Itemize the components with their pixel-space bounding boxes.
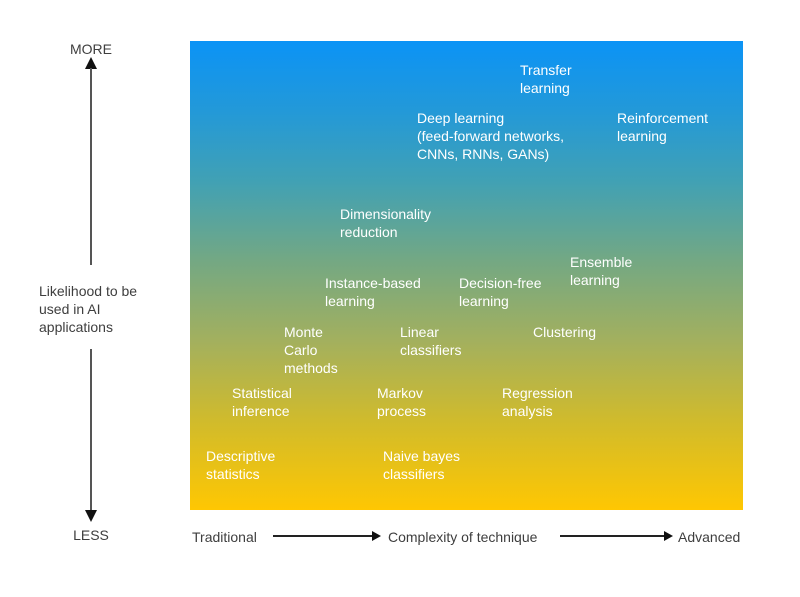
x-axis-right-arrowhead-icon (664, 531, 673, 541)
y-axis-down-arrowhead-icon (85, 510, 97, 522)
label-descriptive-statistics: Descriptive statistics (206, 448, 276, 482)
label-transfer-learning: Transfer learning (520, 62, 572, 96)
label-linear-classifiers: Linear classifiers (400, 324, 462, 358)
label-deep-learning: Deep learning (feed-forward networks, CN… (417, 110, 565, 162)
x-axis-title: Complexity of technique (388, 529, 538, 545)
label-instance-based-learning: Instance-based learning (325, 275, 421, 309)
x-axis-advanced-label: Advanced (678, 529, 741, 545)
label-ensemble-learning: Ensemble learning (570, 254, 633, 288)
x-axis-left-arrowhead-icon (372, 531, 381, 541)
label-decision-free-learning: Decision-free learning (459, 275, 542, 309)
label-regression-analysis: Regression analysis (502, 385, 573, 419)
complexity-likelihood-matrix: Transfer learning Deep learning (feed-fo… (190, 41, 743, 510)
label-naive-bayes-classifiers: Naive bayes classifiers (383, 448, 461, 482)
y-axis-upper-line (90, 68, 92, 265)
y-axis-more-label: MORE (70, 41, 112, 57)
label-clustering: Clustering (533, 324, 597, 340)
label-markov-process: Markov process (377, 385, 427, 419)
x-axis-left-line (273, 535, 372, 537)
label-statistical-inference: Statistical inference (232, 385, 292, 419)
y-axis-title: Likelihood to be used in AI applications (39, 283, 138, 335)
x-axis-right-line (560, 535, 664, 537)
label-monte-carlo-methods: Monte Carlo methods (284, 324, 338, 376)
y-axis-up-arrowhead-icon (85, 57, 97, 69)
label-reinforcement-learning: Reinforcement learning (617, 110, 709, 144)
y-axis-lower-line (90, 349, 92, 511)
y-axis-less-label: LESS (73, 527, 109, 543)
label-dimensionality-reduction: Dimensionality reduction (340, 206, 432, 240)
x-axis-traditional-label: Traditional (192, 529, 257, 545)
